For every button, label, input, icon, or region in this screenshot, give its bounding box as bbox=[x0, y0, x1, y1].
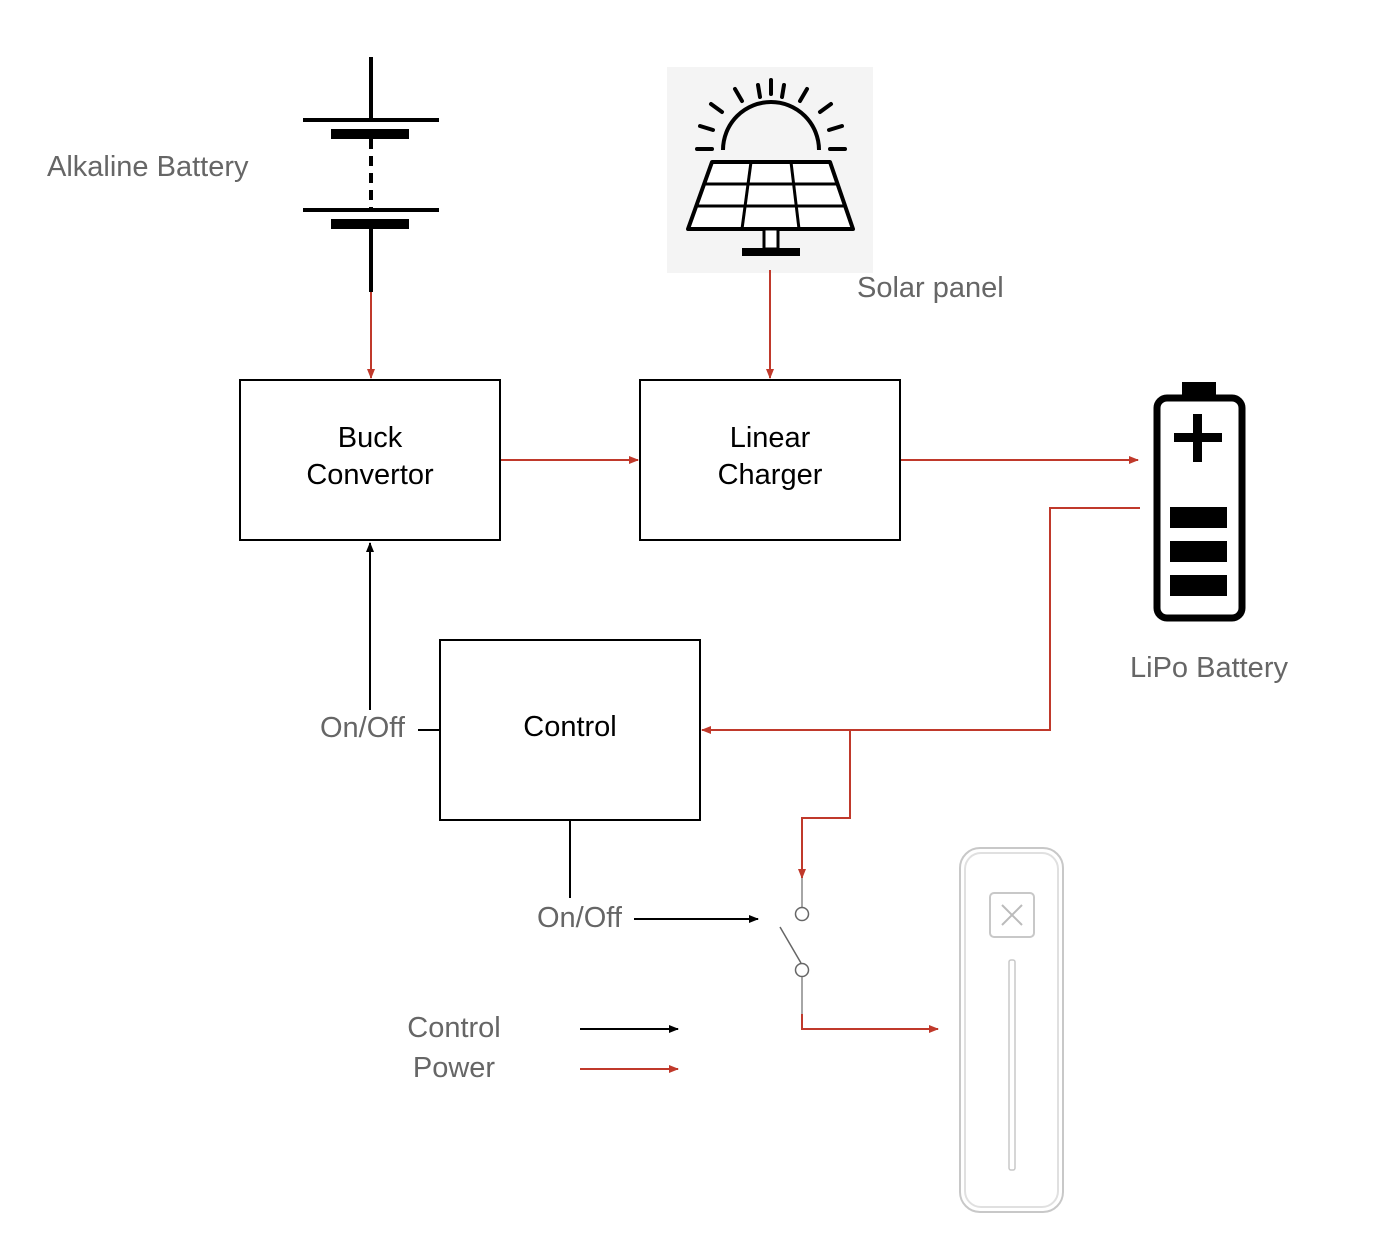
solar-panel-label: Solar panel bbox=[857, 272, 1004, 304]
buck-convertor-label-line1: Buck bbox=[338, 422, 403, 454]
lipo-battery-icon bbox=[1153, 382, 1246, 622]
alkaline-battery-label: Alkaline Battery bbox=[47, 151, 249, 183]
on-off-switch-label: On/Off bbox=[537, 902, 623, 934]
switch-symbol-icon bbox=[779, 878, 810, 1014]
linear-charger-label-line1: Linear bbox=[730, 422, 811, 454]
buck-convertor-label-line2: Convertor bbox=[306, 459, 434, 491]
legend-power-label: Power bbox=[413, 1052, 496, 1084]
linear-charger-label-line2: Charger bbox=[718, 459, 823, 491]
power-arrow-lipo-to-switch bbox=[798, 730, 851, 879]
alkaline-battery-icon bbox=[303, 57, 439, 292]
legend-control-label: Control bbox=[407, 1012, 501, 1044]
control-label: Control bbox=[523, 711, 617, 743]
power-arrow-lipo-to-control bbox=[701, 507, 1140, 734]
solar-panel-icon bbox=[667, 67, 873, 273]
legend: Control Power bbox=[407, 1012, 679, 1084]
control-block: Control bbox=[439, 639, 701, 821]
device-icon bbox=[959, 847, 1064, 1213]
power-arrow-switch-to-device bbox=[801, 1014, 939, 1033]
buck-convertor-block: Buck Convertor bbox=[239, 379, 501, 541]
linear-charger-block: Linear Charger bbox=[639, 379, 901, 541]
on-off-buck-label: On/Off bbox=[320, 712, 406, 744]
lipo-battery-label: LiPo Battery bbox=[1130, 652, 1288, 684]
